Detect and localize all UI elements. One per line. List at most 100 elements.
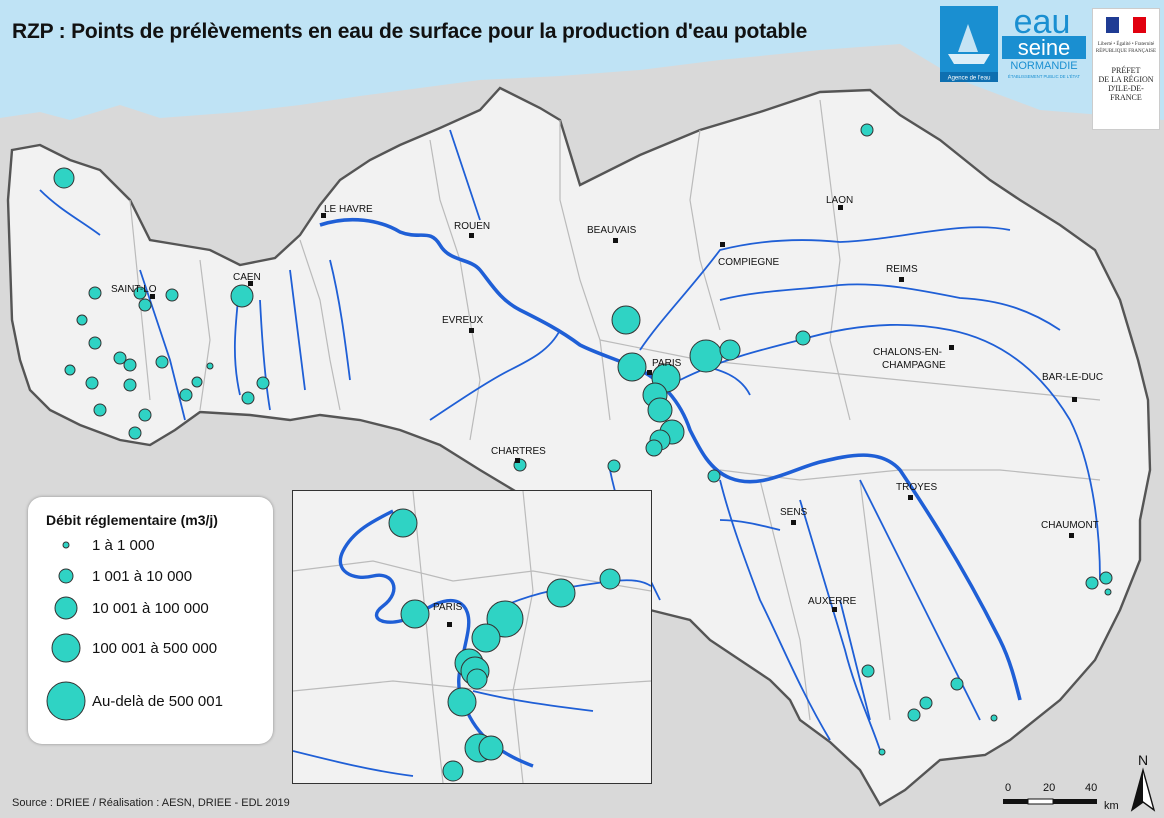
sampling-point — [907, 708, 921, 722]
republique-motto: Liberté • Égalité • Fraternité — [1097, 42, 1155, 47]
sampling-point — [617, 352, 647, 382]
sampling-point — [76, 314, 88, 326]
sampling-point — [155, 355, 169, 369]
sampling-points — [53, 123, 1113, 756]
inset-sampling-point — [388, 508, 418, 538]
sampling-point — [689, 339, 723, 373]
city-label-beauvais: BEAUVAIS — [587, 225, 637, 236]
river-bresle — [329, 259, 351, 381]
sampling-point — [860, 123, 874, 137]
sampling-point — [241, 391, 255, 405]
legend: Débit réglementaire (m3/j) 1 à 1 000 1 0… — [28, 497, 273, 744]
sampling-point — [53, 167, 75, 189]
scale-tick-40: 40 — [1085, 782, 1098, 794]
sampling-point — [64, 364, 76, 376]
inset-sampling-point — [546, 578, 576, 608]
sampling-point — [861, 664, 875, 678]
sampling-point — [795, 330, 811, 346]
river-orne — [233, 299, 241, 396]
river-dives — [259, 299, 271, 411]
city-label-sens: SENS — [780, 507, 808, 518]
legend-title: Débit réglementaire (m3/j) — [46, 512, 218, 528]
legend-symbols — [46, 541, 86, 721]
sampling-point — [206, 362, 214, 370]
sampling-point — [707, 469, 721, 483]
sampling-point — [191, 376, 203, 388]
north-arrow-icon — [1130, 767, 1156, 812]
city-label-caen: CAEN — [233, 272, 261, 283]
legend-symbol-4 — [51, 633, 81, 663]
eau-logo-word-2: seine — [1018, 35, 1071, 60]
paris-inset-map: PARIS — [292, 490, 652, 784]
city-label-chartres: CHARTRES — [491, 446, 546, 457]
city-label-evreux: EVREUX — [442, 315, 484, 326]
marianne-logo — [1106, 17, 1146, 33]
inset-sampling-point — [447, 687, 477, 717]
scale-unit: km — [1104, 800, 1119, 812]
river-somme-trib — [449, 129, 481, 221]
sampling-point — [645, 439, 663, 457]
river-eure — [429, 329, 561, 421]
inset-sampling-point — [442, 760, 464, 782]
city-label-reims: REIMS — [886, 264, 918, 275]
sampling-point — [113, 351, 127, 365]
sampling-point — [165, 288, 179, 302]
city-label-troyes: TROYES — [896, 482, 938, 493]
river-armancon — [799, 499, 881, 751]
eau-logo-word-1: eau — [1014, 6, 1071, 41]
sampling-point — [607, 459, 621, 473]
inset-sampling-point — [478, 735, 504, 761]
inset-sampling-point — [599, 568, 621, 590]
legend-item-2: 1 001 à 10 000 — [92, 568, 193, 585]
city-label-chaumont: CHAUMONT — [1041, 520, 1099, 531]
sampling-point — [878, 748, 886, 756]
sampling-point — [138, 408, 152, 422]
city-label-laon: LAON — [826, 195, 854, 206]
city-label-compiegne: COMPIEGNE — [718, 257, 780, 268]
river-touques — [289, 269, 306, 391]
sampling-point — [1099, 571, 1113, 585]
city-label-chalons-1: CHALONS-EN- — [873, 347, 942, 358]
river-vanne — [719, 519, 781, 531]
sampling-point — [1104, 588, 1112, 596]
sampling-point — [647, 397, 673, 423]
city-label-rouen: ROUEN — [454, 221, 491, 232]
legend-item-1: 1 à 1 000 — [92, 537, 155, 554]
inset-svg: PARIS — [293, 491, 651, 783]
river-yonne — [719, 479, 831, 741]
legend-symbol-1 — [62, 541, 70, 549]
sampling-point — [93, 403, 107, 417]
city-label-le-havre: LE HAVRE — [324, 204, 373, 215]
river-marne — [679, 323, 1101, 581]
city-label-bar-le-duc: BAR-LE-DUC — [1042, 372, 1104, 383]
scale-tick-20: 20 — [1043, 782, 1056, 794]
sampling-point — [611, 305, 641, 335]
city-label-auxerre: AUXERRE — [808, 596, 857, 607]
inset-sampling-point — [466, 668, 488, 690]
inset-sampling-points — [388, 508, 621, 782]
sampling-point — [256, 376, 270, 390]
prefet-line-1: PRÉFET — [1111, 66, 1141, 75]
legend-symbol-5 — [46, 681, 86, 721]
legend-symbol-2 — [58, 568, 74, 584]
city-label-paris: PARIS — [652, 358, 682, 369]
sampling-point — [230, 284, 254, 308]
north-label: N — [1138, 752, 1149, 768]
map-title: RZP : Points de prélèvements en eau de s… — [12, 20, 808, 43]
sampling-point — [123, 358, 137, 372]
legend-item-3: 10 001 à 100 000 — [92, 600, 209, 617]
river-cotentin — [39, 189, 101, 236]
legend-symbol-3 — [54, 596, 78, 620]
eau-caption-left: Agence de l'eau — [948, 76, 991, 82]
sampling-point — [133, 286, 147, 300]
inset-paris-label: PARIS — [433, 602, 463, 613]
inset-sampling-point — [471, 623, 501, 653]
sampling-point — [123, 378, 137, 392]
sampling-point — [179, 388, 193, 402]
sampling-point — [719, 339, 741, 361]
sampling-point — [88, 286, 102, 300]
republique-text: RÉPUBLIQUE FRANÇAISE — [1095, 49, 1157, 54]
city-markers — [150, 205, 1077, 612]
source-credit: Source : DRIEE / Réalisation : AESN, DRI… — [12, 797, 290, 809]
